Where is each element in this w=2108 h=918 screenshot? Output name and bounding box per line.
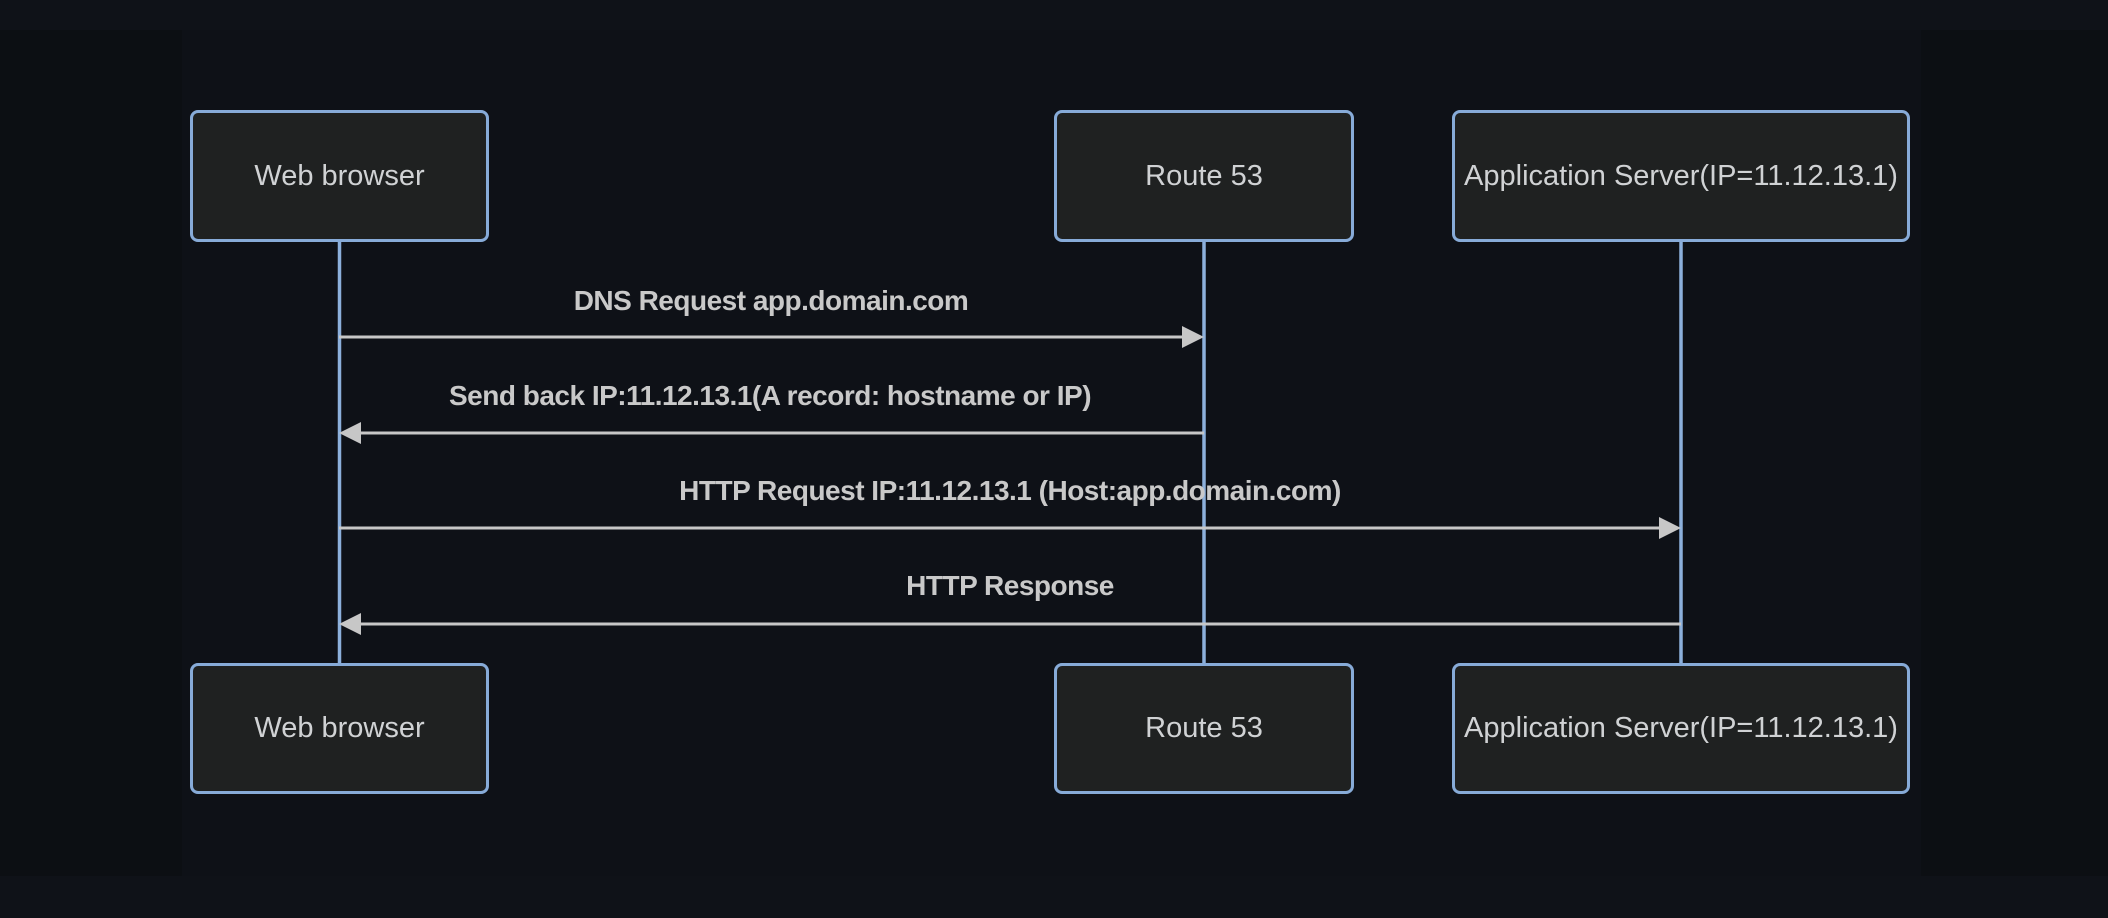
message-label-send-back-ip: Send back IP:11.12.13.1(A record: hostna… xyxy=(448,380,1092,411)
actor-label: Route 53 xyxy=(1145,712,1263,745)
actor-label: Route 53 xyxy=(1145,159,1263,192)
message-label-dns-request: DNS Request app.domain.com xyxy=(573,285,969,316)
actor-label: Web browser xyxy=(254,712,425,745)
actor-top-route-53: Route 53 xyxy=(1054,110,1354,242)
actor-label: Application Server(IP=11.12.13.1) xyxy=(1464,159,1898,192)
actor-bottom-web-browser: Web browser xyxy=(190,663,489,794)
actor-bottom-route-53: Route 53 xyxy=(1054,663,1354,794)
actor-top-web-browser: Web browser xyxy=(190,110,489,242)
message-label-http-response: HTTP Response xyxy=(906,570,1114,601)
arrowhead-left-icon xyxy=(339,613,361,635)
arrowhead-right-icon xyxy=(1659,517,1681,539)
actor-label: Web browser xyxy=(254,159,425,192)
message-label-http-request: HTTP Request IP:11.12.13.1 (Host:app.dom… xyxy=(679,475,1341,506)
actor-label: Application Server(IP=11.12.13.1) xyxy=(1464,712,1898,745)
actor-top-application-server: Application Server(IP=11.12.13.1) xyxy=(1452,110,1910,242)
arrowhead-left-icon xyxy=(339,422,361,444)
actor-bottom-application-server: Application Server(IP=11.12.13.1) xyxy=(1452,663,1910,794)
arrowhead-right-icon xyxy=(1182,326,1204,348)
